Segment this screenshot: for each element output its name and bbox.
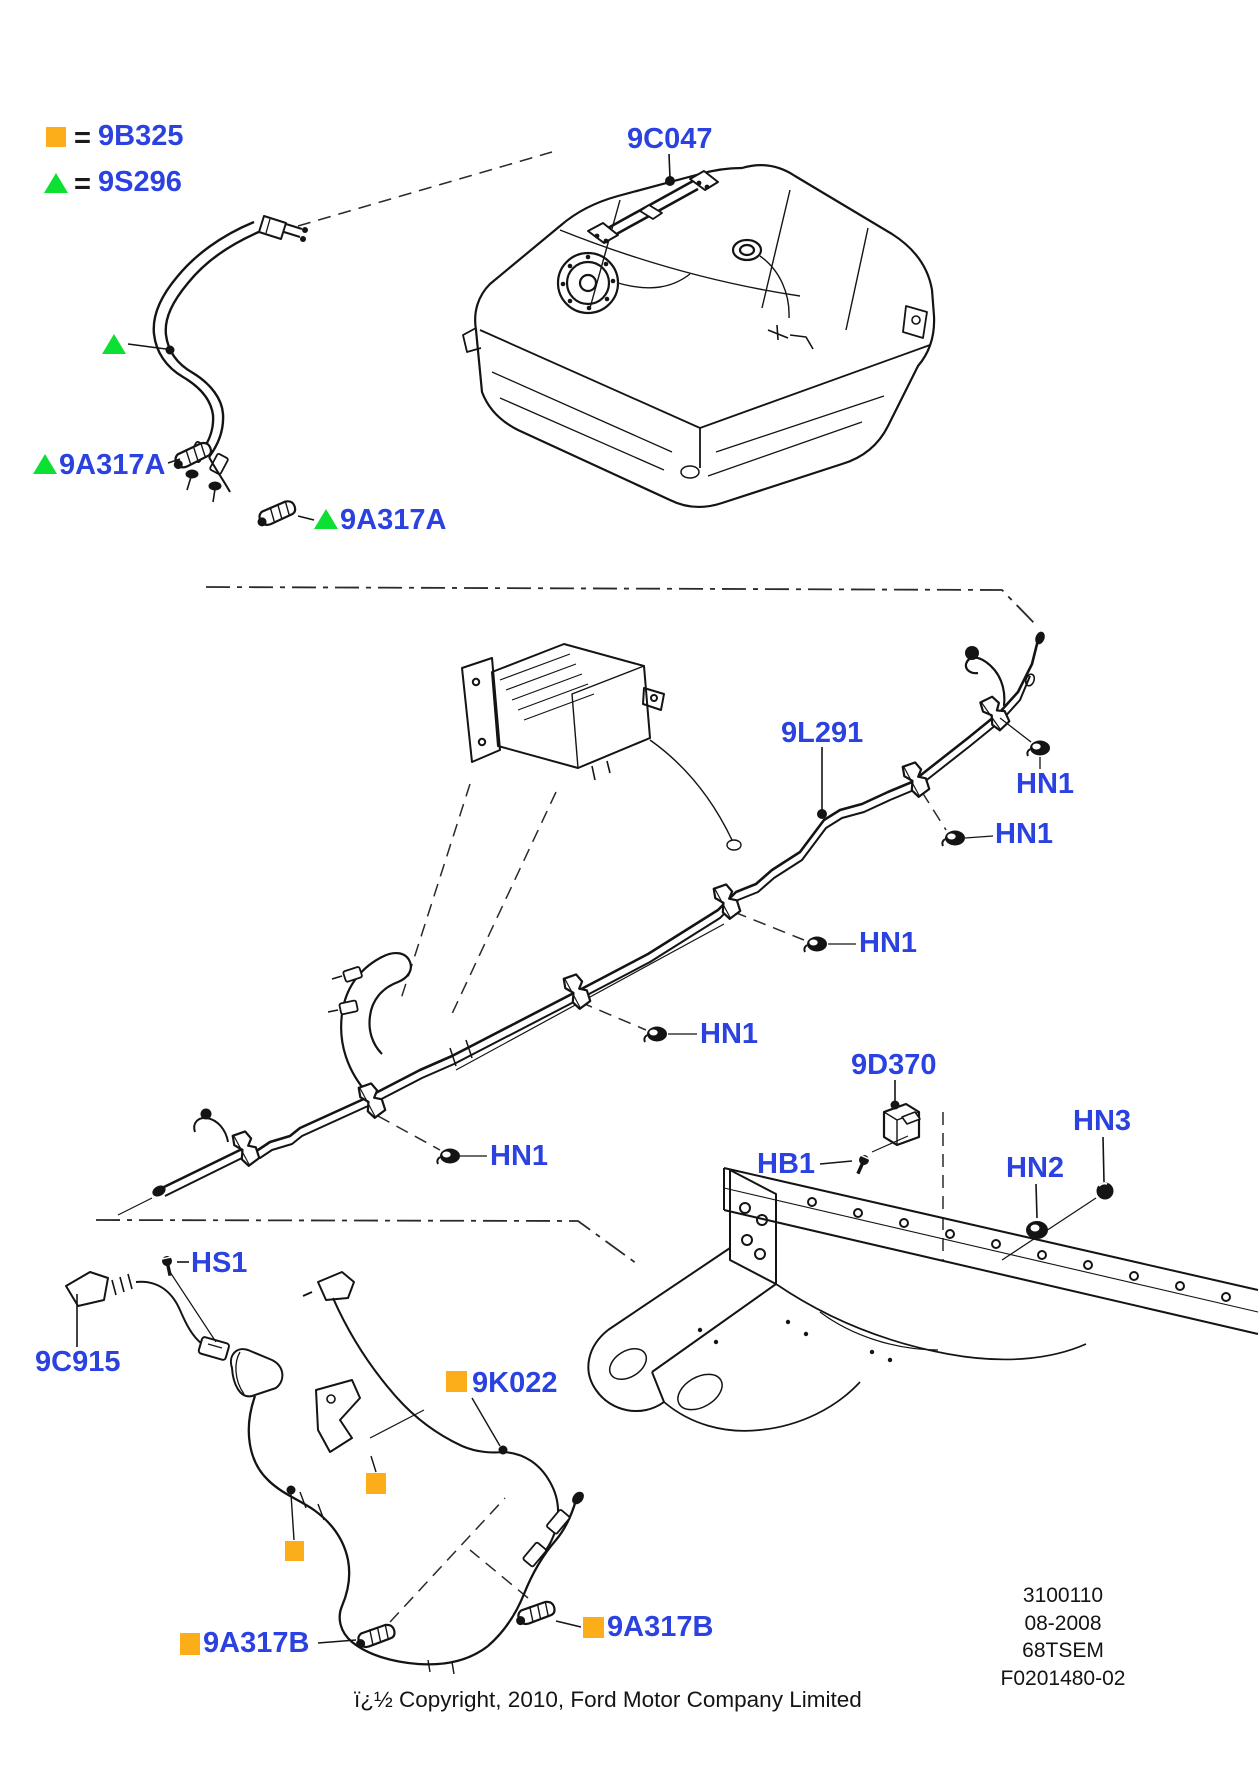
square-marker-9a317b-1 (180, 1633, 200, 1655)
doc-number: 3100110 (1022, 1584, 1104, 1607)
doc-info-block: 3100110 08-2008 68TSEM F0201480-02 (980, 1582, 1146, 1692)
hex-nut-part-2 (941, 829, 966, 847)
legend-equals-1: = (74, 122, 91, 154)
label-hn1-4: HN1 (700, 1018, 759, 1050)
label-9c047: 9C047 (627, 123, 713, 155)
label-hn3: HN3 (1073, 1105, 1132, 1137)
legend-code-9b325: 9B325 (98, 120, 184, 152)
front-line-clip-part-2 (253, 497, 299, 529)
hex-nut-part-1 (1026, 739, 1051, 757)
front-fuel-lines-drawing (127, 215, 308, 503)
label-9a317a-1: 9A317A (59, 449, 166, 481)
square-marker-tube (285, 1541, 304, 1561)
legend-code-9s296: 9S296 (98, 166, 182, 198)
square-marker-9k022 (446, 1371, 467, 1392)
label-hn1-1: HN1 (1016, 768, 1075, 800)
legend-orange-square-marker (46, 127, 66, 147)
section-divider-lines (95, 586, 1038, 1267)
vapor-valve-drawing (882, 1080, 921, 1147)
frame-rail-drawing (587, 1167, 1259, 1432)
hb1-leaders (819, 1135, 909, 1165)
label-hn1-3: HN1 (859, 927, 918, 959)
hex-nut-part-4 (643, 1025, 668, 1043)
vapor-tube-drawing (247, 1271, 584, 1675)
doc-ref: F0201480-02 (1000, 1666, 1126, 1690)
doc-code: 68TSEM (1022, 1639, 1104, 1662)
square-marker-bracket (366, 1473, 386, 1494)
dashed-leader-lines (297, 151, 947, 1623)
hex-nut-part-3 (803, 935, 828, 953)
front-clip-leaders (167, 458, 315, 521)
copyright-line: ï¿½ Copyright, 2010, Ford Motor Company … (354, 1687, 862, 1712)
legend-green-triangle-marker (44, 173, 68, 193)
label-hs1: HS1 (191, 1247, 248, 1279)
legend-equals-2: = (74, 168, 91, 200)
label-hb1: HB1 (757, 1148, 816, 1180)
label-hn1-2: HN1 (995, 818, 1054, 850)
hex-nut-part-5 (436, 1147, 461, 1165)
label-9a317a-2: 9A317A (340, 504, 447, 536)
hb1-bolt-part (850, 1151, 874, 1178)
sensor-harness-drawing (65, 1271, 284, 1398)
hs1-screw-part (158, 1253, 178, 1279)
doc-date: 08-2008 (1024, 1611, 1102, 1635)
hn2-grommet-part (1026, 1183, 1048, 1239)
mid-line-leader (817, 747, 827, 819)
green-triangle-marker-line (102, 334, 126, 354)
label-hn1-5: HN1 (490, 1140, 549, 1172)
label-hn2: HN2 (1006, 1152, 1065, 1184)
hn3-nut-part (1001, 1136, 1114, 1261)
evap-canister-drawing (461, 643, 742, 851)
label-9a317b-2: 9A317B (607, 1611, 714, 1643)
label-9d370: 9D370 (851, 1049, 937, 1081)
fuel-tank-drawing (462, 164, 936, 508)
label-9k022: 9K022 (472, 1367, 558, 1399)
line-clamp-3 (559, 970, 595, 1012)
line-clamp-5 (898, 758, 934, 800)
label-9l291: 9L291 (781, 717, 864, 749)
main-fuel-line-drawing (117, 631, 1045, 1216)
rear-line-clip-part-1 (352, 1621, 398, 1650)
square-marker-9a317b-2 (583, 1617, 604, 1638)
nut-leader-lines (460, 717, 1041, 1157)
front-line-clip-part-1 (168, 439, 215, 472)
triangle-marker-9a317a-2 (314, 509, 338, 529)
rear-clip-leaders (317, 1620, 582, 1644)
triangle-marker-9a317a-1 (33, 454, 57, 474)
label-9a317b-1: 9A317B (203, 1627, 310, 1659)
tank-strap-drawing (587, 153, 719, 244)
label-9c915: 9C915 (35, 1346, 121, 1378)
